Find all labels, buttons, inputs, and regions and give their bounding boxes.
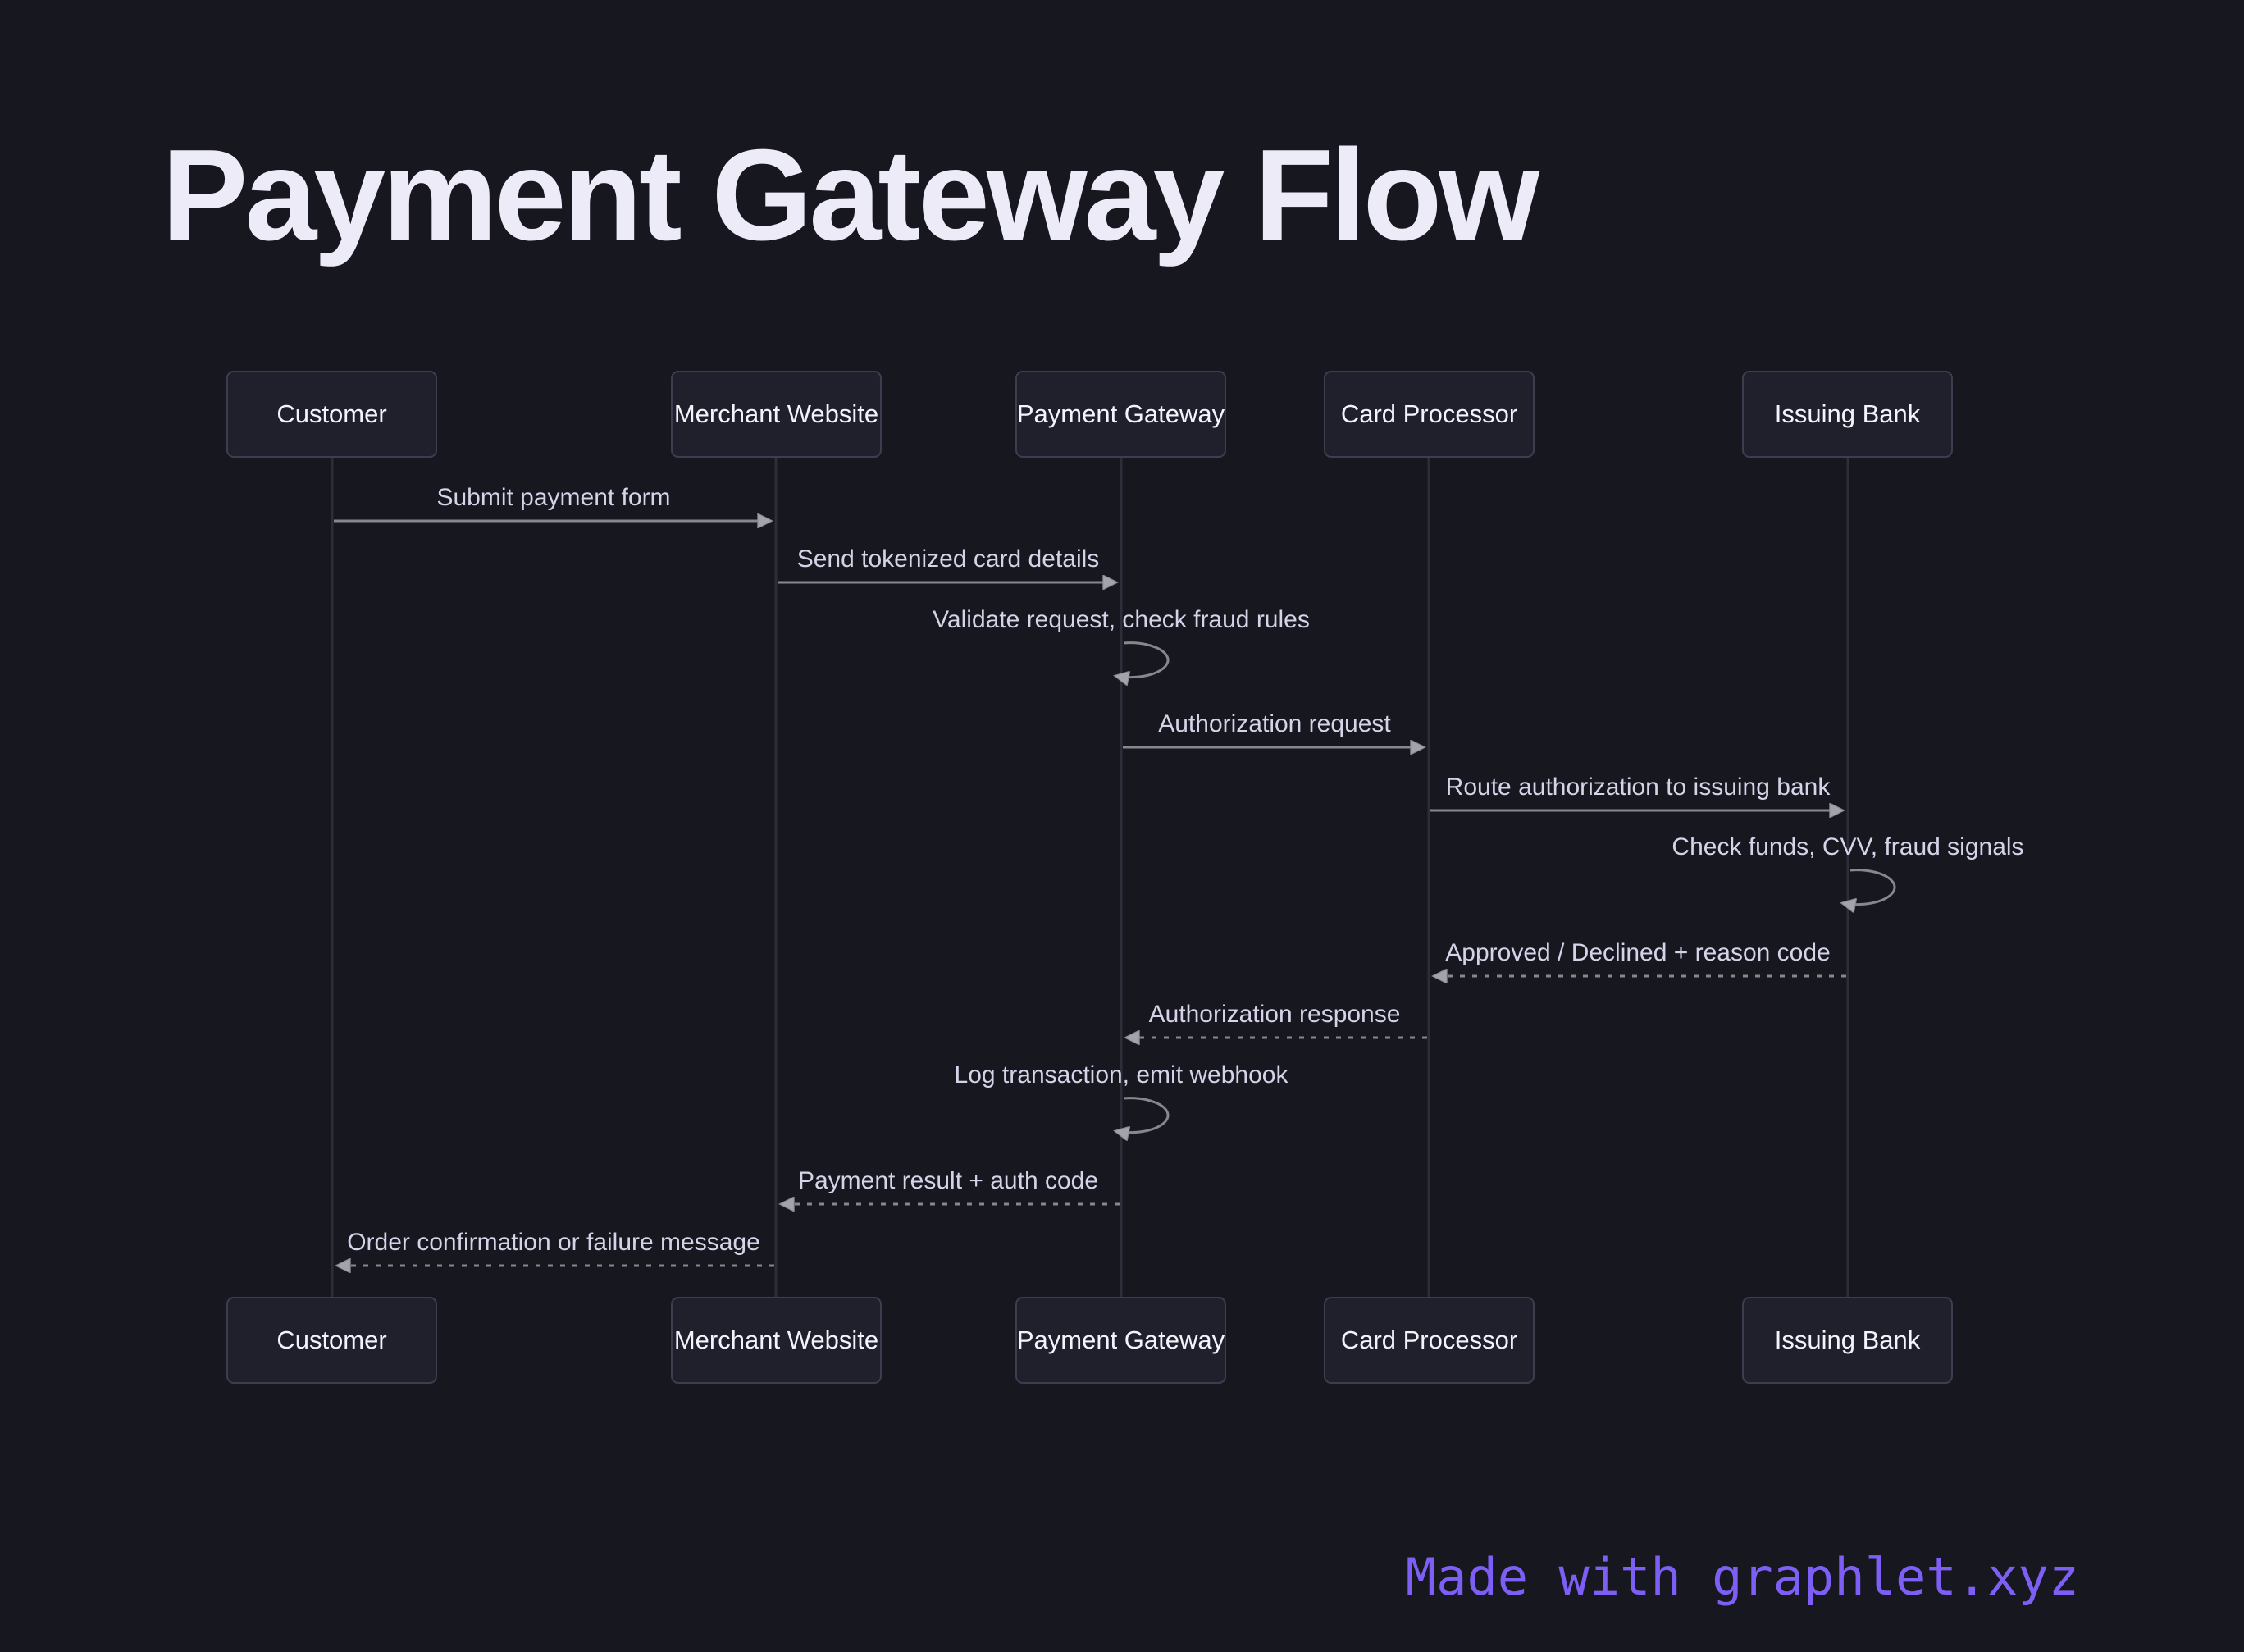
message-label-validate-request: Validate request, check fraud rules xyxy=(933,606,1310,633)
dashed-arrows-group xyxy=(337,976,1846,1266)
actor-bottom-card-processor: Card Processor xyxy=(1324,1297,1535,1384)
lifelines-group xyxy=(331,458,1849,1297)
diagram-title: Payment Gateway Flow xyxy=(162,123,1539,267)
actor-top-card-processor: Card Processor xyxy=(1324,371,1535,458)
actor-label: Customer xyxy=(276,399,387,428)
loop-validate-request xyxy=(1115,641,1170,678)
actor-top-issuing-bank: Issuing Bank xyxy=(1742,371,1953,458)
footer-watermark-link[interactable]: Made with graphlet.xyz xyxy=(1405,1547,2079,1607)
actor-label: Payment Gateway xyxy=(1016,399,1225,428)
actor-top-payment-gateway: Payment Gateway xyxy=(1015,371,1226,458)
message-label-log-transaction: Log transaction, emit webhook xyxy=(954,1061,1288,1088)
message-label-authorization-request: Authorization request xyxy=(1158,710,1391,737)
actor-top-customer: Customer xyxy=(226,371,437,458)
actor-label: Issuing Bank xyxy=(1774,1326,1921,1354)
actor-label: Card Processor xyxy=(1340,399,1518,428)
actor-label: Payment Gateway xyxy=(1016,1326,1225,1354)
actor-label: Merchant Website xyxy=(673,399,879,428)
message-label-send-tokenized-card: Send tokenized card details xyxy=(796,545,1100,573)
actor-bottom-merchant-website: Merchant Website xyxy=(671,1297,882,1384)
message-label-order-confirmation: Order confirmation or failure message xyxy=(347,1229,760,1256)
message-label-check-funds: Check funds, CVV, fraud signals xyxy=(1672,833,2024,860)
self-loops-group xyxy=(1115,641,1896,1133)
solid-arrows-group xyxy=(334,521,1843,810)
actor-label: Card Processor xyxy=(1340,1326,1518,1354)
actor-bottom-issuing-bank: Issuing Bank xyxy=(1742,1297,1953,1384)
actor-label: Merchant Website xyxy=(673,1326,879,1354)
actor-bottom-customer: Customer xyxy=(226,1297,437,1384)
message-label-payment-result: Payment result + auth code xyxy=(797,1167,1099,1194)
message-label-authorization-response: Authorization response xyxy=(1148,1001,1401,1028)
loop-log-transaction xyxy=(1115,1097,1170,1133)
message-label-approved-declined: Approved / Declined + reason code xyxy=(1445,939,1831,966)
actor-label: Customer xyxy=(276,1326,387,1354)
message-label-submit-payment-form: Submit payment form xyxy=(436,484,671,511)
actor-label: Issuing Bank xyxy=(1774,399,1921,428)
message-label-route-authorization: Route authorization to issuing bank xyxy=(1445,774,1831,801)
loop-check-funds xyxy=(1842,869,1896,905)
actor-bottom-payment-gateway: Payment Gateway xyxy=(1015,1297,1226,1384)
actor-top-merchant-website: Merchant Website xyxy=(671,371,882,458)
